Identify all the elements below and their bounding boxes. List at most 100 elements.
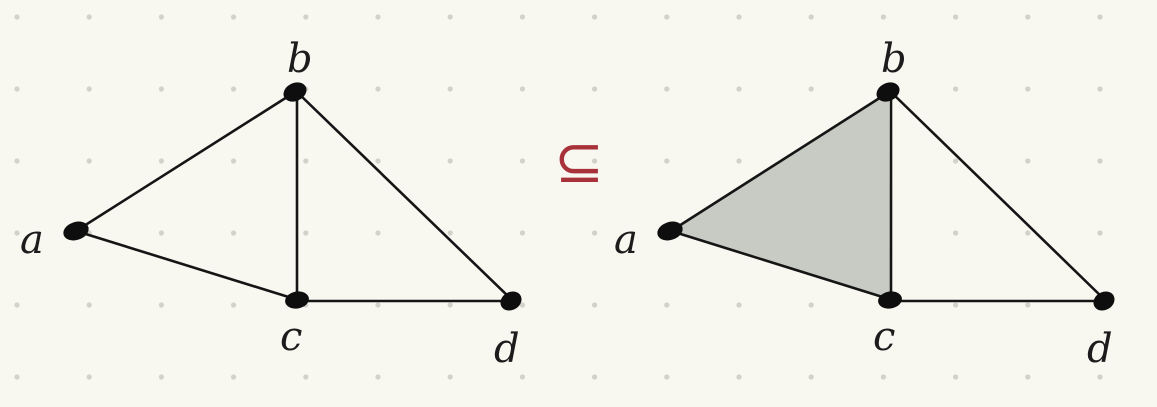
grid-dot (519, 374, 526, 380)
grid-dot (664, 302, 670, 308)
subset-symbol: ⊆ (554, 127, 604, 197)
grid-dot (736, 302, 742, 308)
grid-dot (86, 14, 92, 20)
grid-dot (736, 158, 742, 164)
grid-dot (953, 158, 959, 164)
grid-dot (86, 302, 92, 308)
grid-dot (519, 230, 526, 236)
grid-dot (86, 86, 92, 92)
grid-dot (158, 86, 164, 92)
grid-dot (736, 86, 742, 92)
grid-dot (736, 374, 742, 380)
grid-dot (592, 302, 598, 308)
grid-dot (1097, 14, 1103, 20)
grid-dot (592, 14, 598, 20)
grid-dot (375, 158, 381, 164)
right-label-b: b (881, 36, 907, 82)
grid-dot (1097, 230, 1103, 236)
grid-dot (447, 86, 453, 92)
grid-dot (86, 158, 92, 164)
grid-dot (375, 230, 381, 236)
grid-dot (1025, 158, 1031, 164)
grid-dot (375, 86, 381, 92)
left-label-a: a (20, 217, 44, 263)
grid-dot (808, 374, 814, 380)
grid-dot (519, 158, 526, 164)
right-vertex-b (876, 82, 900, 102)
right-vertex-d (1093, 291, 1115, 311)
dot-grid (14, 14, 1103, 380)
grid-dot (231, 86, 237, 92)
grid-dot (953, 302, 959, 308)
grid-dot (447, 14, 453, 20)
grid-dot (447, 158, 453, 164)
grid-dot (447, 230, 453, 236)
grid-dot (1025, 374, 1031, 380)
grid-dot (14, 374, 20, 380)
grid-dot (231, 158, 237, 164)
right-graph: a b c d (614, 36, 1115, 372)
grid-dot (1097, 86, 1103, 92)
right-edge-a-b (669, 90, 891, 233)
grid-dot (1025, 302, 1031, 308)
grid-dot (953, 86, 959, 92)
left-edge-a-b (74, 90, 297, 233)
grid-dot (375, 374, 381, 380)
left-graph: a b c d (20, 36, 522, 372)
left-vertex-b (283, 82, 307, 102)
left-label-c: c (280, 314, 302, 360)
grid-dot (592, 86, 598, 92)
grid-dot (303, 374, 309, 380)
grid-dot (1025, 86, 1031, 92)
grid-dot (86, 374, 92, 380)
right-label-c: c (873, 314, 895, 360)
grid-dot (592, 158, 598, 164)
grid-dot (736, 14, 742, 20)
grid-dot (519, 86, 526, 92)
grid-dot (14, 86, 20, 92)
grid-dot (519, 302, 526, 308)
right-edge-b-d (889, 90, 1107, 302)
left-edge-a-c (74, 229, 297, 301)
right-face-a-b-c (671, 92, 890, 299)
grid-dot (664, 158, 670, 164)
grid-dot (808, 14, 814, 20)
grid-dot (231, 302, 237, 308)
grid-dot (1025, 14, 1031, 20)
grid-dot (953, 14, 959, 20)
grid-dot (303, 158, 309, 164)
grid-dot (592, 374, 598, 380)
grid-dot (664, 86, 670, 92)
grid-dot (808, 86, 814, 92)
grid-dot (447, 374, 453, 380)
right-vertex-a (657, 221, 683, 241)
grid-dot (231, 14, 237, 20)
left-edge-b-d (295, 90, 514, 302)
grid-dot (158, 230, 164, 236)
grid-dot (1097, 374, 1103, 380)
grid-dot (953, 374, 959, 380)
right-edge-a-c (669, 229, 891, 301)
grid-dot (231, 230, 237, 236)
grid-dot (1025, 230, 1031, 236)
right-label-a: a (614, 217, 638, 263)
grid-dot (664, 14, 670, 20)
grid-dot (14, 302, 20, 308)
right-vertex-c (878, 291, 902, 309)
left-vertex-a (63, 221, 89, 241)
grid-dot (14, 14, 20, 20)
left-label-d: d (494, 326, 520, 372)
grid-dot (158, 374, 164, 380)
grid-dot (664, 374, 670, 380)
grid-dot (808, 302, 814, 308)
subset-glyph: ⊆ (554, 127, 604, 197)
grid-dot (14, 158, 20, 164)
grid-dot (158, 14, 164, 20)
grid-dot (880, 14, 887, 20)
grid-dot (953, 230, 959, 236)
grid-dot (519, 14, 526, 20)
left-vertex-c (285, 291, 309, 309)
grid-dot (375, 14, 381, 20)
grid-dot (158, 158, 164, 164)
